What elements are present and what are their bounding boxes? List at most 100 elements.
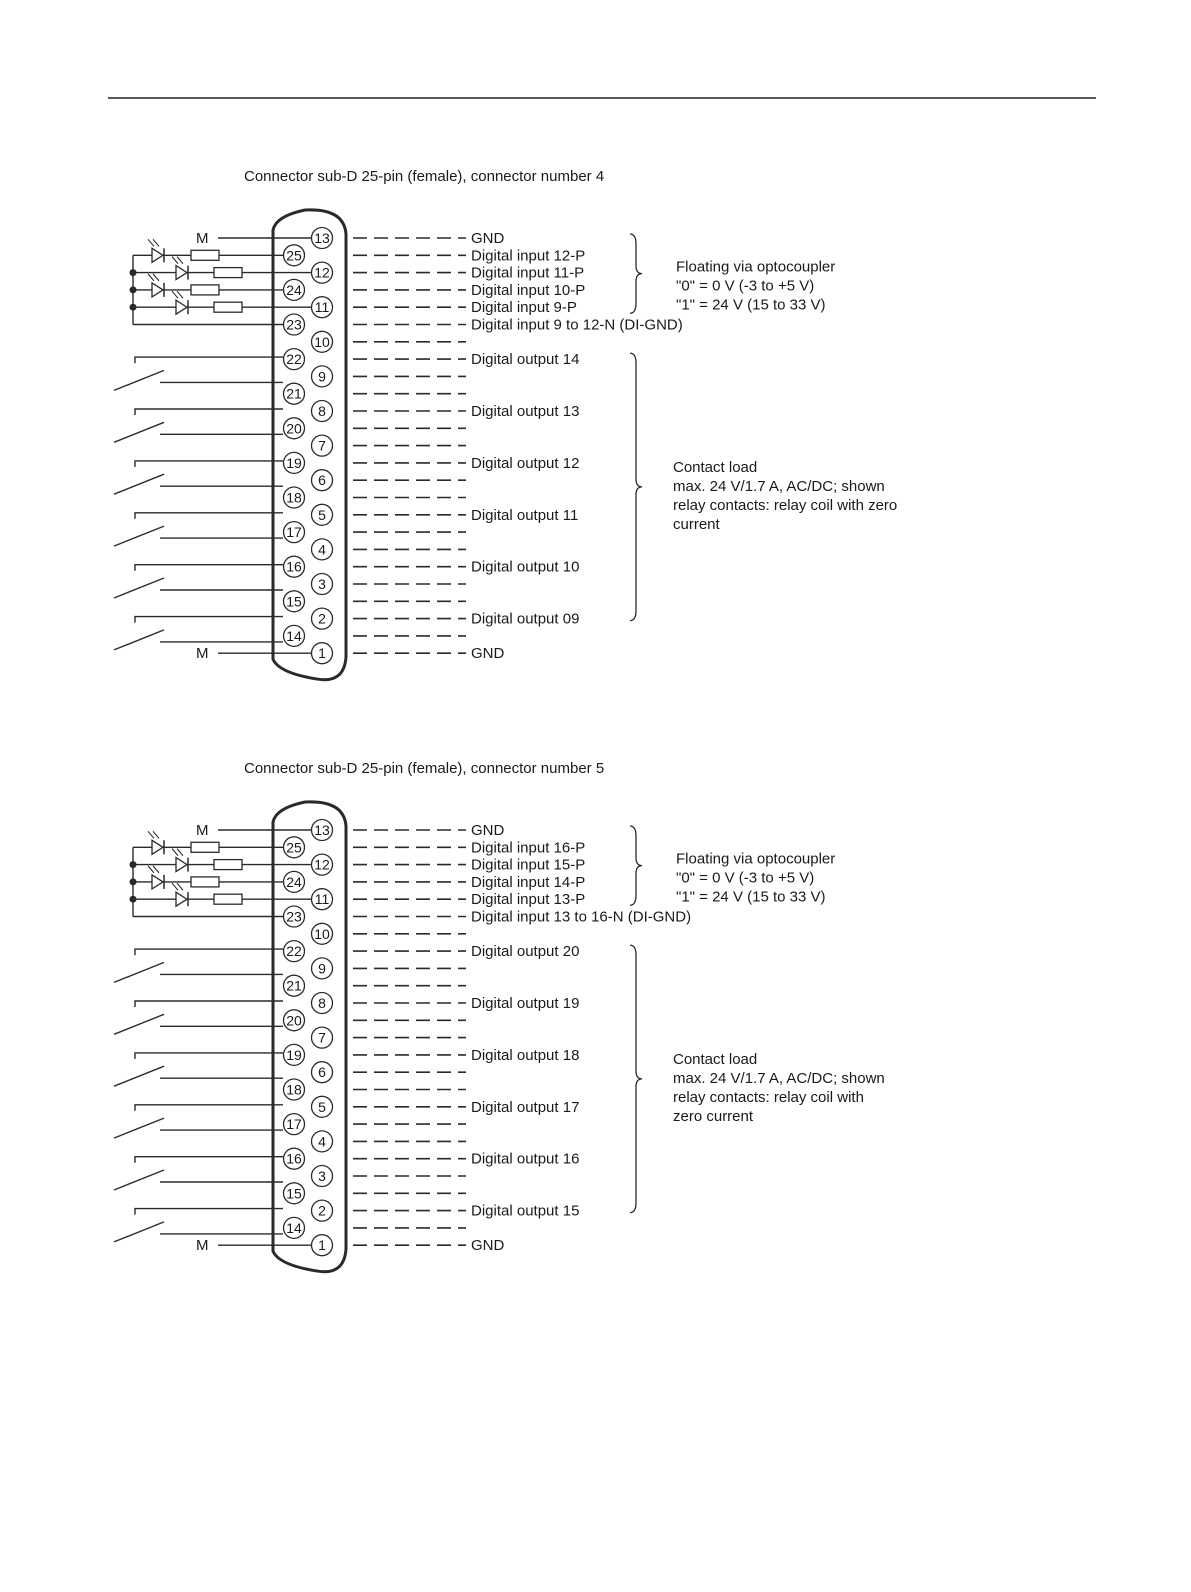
pin-circle xyxy=(310,888,334,911)
pin-16: 16 xyxy=(282,555,466,578)
pin-number: 11 xyxy=(315,299,330,315)
pin-label-di-d: Digital input 9-P xyxy=(471,299,577,316)
pin-number: 25 xyxy=(286,839,302,855)
led-diode-icon xyxy=(151,839,165,856)
pin-number: 8 xyxy=(318,403,326,419)
pin-13: 13 xyxy=(310,226,466,250)
light-arrow-icon xyxy=(147,865,160,874)
pin-10: 10 xyxy=(310,330,466,353)
relay-contact-line xyxy=(134,1156,283,1163)
light-arrow-icon xyxy=(147,273,160,282)
relay-switch-blade xyxy=(113,369,165,392)
pin-circle xyxy=(282,1043,306,1067)
relay-contact-line xyxy=(134,1052,283,1059)
optocoupler-inputs xyxy=(129,830,311,918)
pin-label-di-d: Digital input 13-P xyxy=(471,891,585,908)
pin-16: 16 xyxy=(282,1147,466,1170)
relay-switch-blade xyxy=(113,525,165,547)
pin-circle xyxy=(282,905,306,928)
pin-circle xyxy=(282,1182,306,1205)
pin-label-di-c: Digital input 14-P xyxy=(471,874,585,891)
pin-circle xyxy=(310,1026,334,1049)
diagram-title: Connector sub-D 25-pin (female), connect… xyxy=(244,168,604,185)
pin-8: 8 xyxy=(310,991,466,1015)
relay-contact-line xyxy=(134,512,283,519)
light-arrow-icon xyxy=(171,848,184,856)
pin-number: 19 xyxy=(286,1047,302,1063)
relay-contact-line xyxy=(134,408,283,415)
pin-number: 23 xyxy=(286,909,302,925)
pin-circle xyxy=(282,624,306,648)
light-arrow-icon xyxy=(171,882,184,891)
pin-number: 18 xyxy=(286,490,302,506)
pin-label-do-5: Digital output 10 xyxy=(471,559,579,576)
pin-23: 23 xyxy=(282,313,466,336)
pin-circle xyxy=(310,991,334,1015)
pin-number: 8 xyxy=(318,995,326,1011)
pin-circle xyxy=(310,1061,334,1084)
pin-7: 7 xyxy=(310,434,466,457)
ground-m-label-top: M xyxy=(196,230,209,247)
connector-diagram-4: Connector sub-D 25-pin (female), connect… xyxy=(113,168,897,682)
led-diode-icon xyxy=(151,873,165,891)
output-brace xyxy=(629,944,643,1214)
pin-11: 11 xyxy=(310,888,466,911)
pin-circle xyxy=(310,296,334,319)
resistor-icon xyxy=(190,284,220,296)
pin-10: 10 xyxy=(310,922,466,945)
pin-number: 17 xyxy=(286,1116,302,1132)
pin-number: 13 xyxy=(314,230,330,246)
junction-dot xyxy=(129,861,137,869)
pin-circle xyxy=(282,417,306,440)
pin-number: 4 xyxy=(318,541,326,557)
pin-number: 15 xyxy=(286,1185,302,1201)
pin-label-di-b: Digital input 15-P xyxy=(471,857,585,874)
pin-number: 12 xyxy=(314,265,330,281)
led-diode-icon xyxy=(175,299,189,316)
pin-circle xyxy=(282,347,306,371)
relay-contact-line xyxy=(134,615,283,623)
pin-22: 22 xyxy=(282,347,466,371)
pin-number: 17 xyxy=(286,524,302,540)
pin-label-do-2: Digital output 13 xyxy=(471,403,579,420)
optocoupler-inputs xyxy=(129,238,311,326)
pin-label-gnd-top: GND xyxy=(471,822,505,839)
pin-circle xyxy=(282,870,306,894)
pin-number: 12 xyxy=(314,857,330,873)
relay-switch-blade xyxy=(113,421,165,443)
input-note-line: "0" = 0 V (-3 to +5 V) xyxy=(676,869,814,886)
relay-switch-blade xyxy=(113,473,165,495)
pin-number: 7 xyxy=(318,438,326,454)
output-note-line: max. 24 V/1.7 A, AC/DC; shown xyxy=(673,1070,885,1087)
pin-label-di-n: Digital input 13 to 16-N (DI-GND) xyxy=(471,909,691,926)
pin-number: 24 xyxy=(286,282,302,298)
light-arrow-icon xyxy=(171,290,184,299)
input-note-line: Floating via optocoupler xyxy=(676,258,835,275)
pin-number: 23 xyxy=(286,317,302,333)
relay-contact-line xyxy=(134,460,283,467)
resistor-icon xyxy=(213,266,243,279)
pin-number: 11 xyxy=(315,891,330,907)
pin-circle xyxy=(310,957,334,980)
pin-circle xyxy=(310,538,334,561)
pin-number: 21 xyxy=(286,386,302,402)
pin-number: 18 xyxy=(286,1082,302,1098)
pin-label-do-3: Digital output 18 xyxy=(471,1047,579,1064)
pin-18: 18 xyxy=(282,1078,466,1101)
pin-number: 19 xyxy=(286,455,302,471)
pin-12: 12 xyxy=(310,261,466,284)
pin-label-do-3: Digital output 12 xyxy=(471,455,579,472)
output-note-line: current xyxy=(673,516,721,533)
pin-23: 23 xyxy=(282,905,466,928)
pin-number: 2 xyxy=(318,611,326,627)
pin-label-do-4: Digital output 17 xyxy=(471,1099,579,1116)
pin-11: 11 xyxy=(310,296,466,319)
pin-15: 15 xyxy=(282,1182,466,1205)
output-note-line: relay contacts: relay coil with xyxy=(673,1089,864,1106)
pin-circle xyxy=(282,1112,306,1136)
pin-2: 2 xyxy=(310,607,466,630)
input-brace xyxy=(629,825,643,906)
pin-12: 12 xyxy=(310,853,466,876)
output-brace xyxy=(629,352,643,622)
